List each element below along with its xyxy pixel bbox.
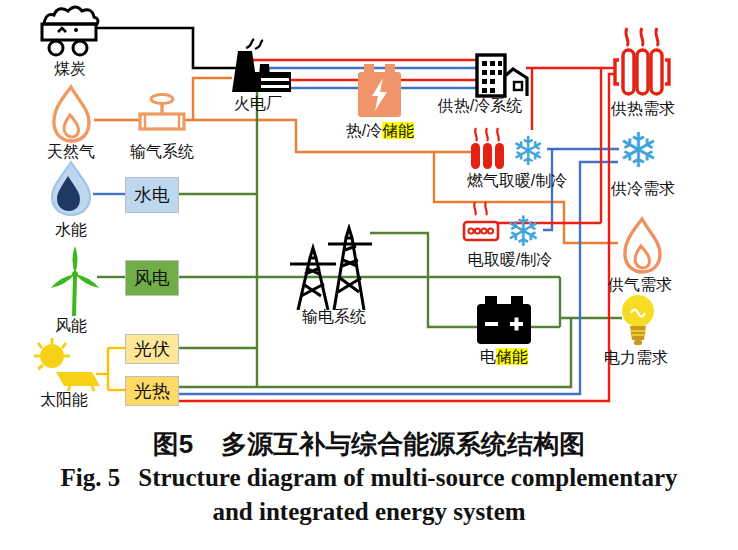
heat-cold-system-building-icon: [474, 52, 530, 102]
label-power-transmission: 输电系统: [294, 308, 374, 326]
gas-cooling-snowflake-icon: ❄: [506, 129, 550, 173]
hydro-power-box: 水电: [125, 177, 179, 213]
heat-cold-storage-battery-icon: [356, 64, 404, 122]
water-drop-icon: [48, 160, 94, 222]
gas-heating-radiator-icon: [468, 126, 508, 174]
label-solar-energy: 太阳能: [24, 391, 104, 409]
label-power-demand: 电力需求: [604, 349, 668, 367]
label-gas-transmission: 输气系统: [122, 143, 202, 161]
wind-power-box: 风电: [125, 260, 179, 296]
label-natural-gas: 天然气: [35, 143, 107, 161]
label-heat-demand: 供热需求: [611, 100, 675, 118]
electric-heater-icon: [462, 200, 500, 250]
caption-zh: 图5多源互补与综合能源系统结构图: [0, 427, 738, 462]
transmission-tower-icon: [288, 224, 374, 314]
label-cold-demand: 供冷需求: [611, 180, 675, 198]
label-coal: 煤炭: [36, 60, 104, 78]
caption-en-line2: and integrated energy system: [0, 498, 738, 526]
label-hydro-energy: 水能: [37, 221, 105, 239]
label-electric-heating-cooling: 电取暖/制冷: [446, 251, 574, 269]
label-gas-heating-cooling: 燃气取暖/制冷: [452, 172, 582, 190]
label-wind-energy: 风能: [37, 317, 105, 335]
label-heat-cold-system: 供热/冷系统: [426, 97, 534, 115]
label-thermal-plant: 火电厂: [224, 95, 292, 113]
solar-thermal-box: 光热: [125, 376, 179, 406]
label-electric-storage: 电储能: [470, 348, 538, 366]
caption-en-line1: Fig. 5Structure diagram of multi-source …: [0, 464, 738, 492]
pv-box: 光伏: [125, 334, 179, 364]
power-demand-bulb-icon: [618, 292, 658, 352]
edge-coal-plant: [96, 28, 237, 68]
label-gas-demand: 供气需求: [608, 276, 672, 294]
electric-cooling-snowflake-icon: ❄: [500, 208, 546, 254]
label-heat-cold-storage: 热/冷储能: [334, 122, 426, 140]
edge-tower-storage-left: [370, 233, 477, 327]
cold-demand-snowflake-icon: ❄: [612, 124, 664, 176]
coal-truck-icon: [38, 2, 102, 64]
gas-valve-icon: [136, 92, 188, 138]
electric-storage-battery-icon: [475, 296, 533, 350]
solar-panel-icon: [26, 334, 104, 396]
gas-demand-flame-icon: [616, 216, 668, 278]
edge-valve-gasheater: [183, 120, 471, 152]
natural-gas-flame-icon: [46, 84, 96, 148]
wind-turbine-icon: [46, 246, 104, 322]
heat-demand-radiator-icon: [612, 26, 672, 102]
thermal-plant-icon: [224, 38, 292, 98]
